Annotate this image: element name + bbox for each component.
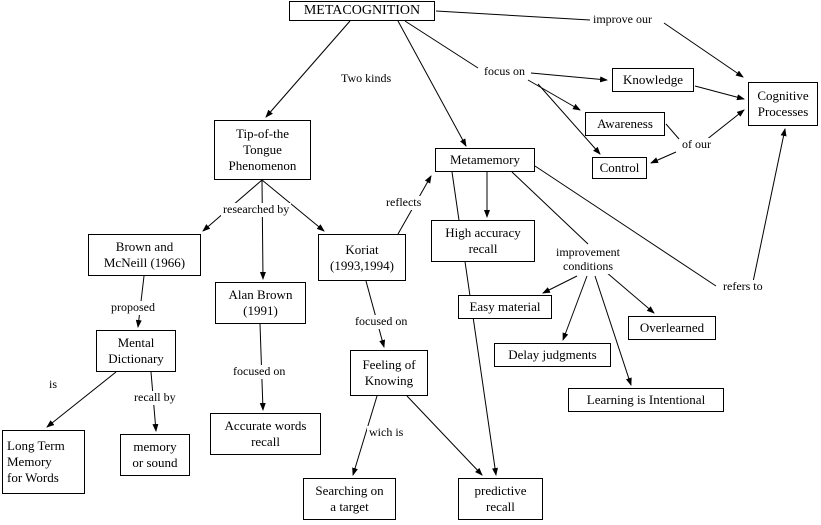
edge-awareness-ofour: [665, 123, 680, 140]
node-awareness[interactable]: Awareness: [585, 112, 665, 136]
edge-label-improvement-conditions[interactable]: improvement conditions: [550, 245, 626, 274]
edge-tip-alanbrown: [259, 179, 266, 280]
edge-improveour-cognitive: [663, 22, 744, 78]
edge-metamemory-predictive: [451, 171, 498, 476]
edge-mentaldict-longterm: [46, 371, 117, 428]
edge-focuson-knowledge: [530, 72, 608, 83]
edge-improvement-learning: [594, 275, 632, 386]
edge-label-of-our[interactable]: of our: [680, 137, 713, 152]
node-memory-or-sound[interactable]: memory or sound: [120, 434, 190, 476]
node-high-accuracy-recall[interactable]: High accuracy recall: [431, 220, 535, 262]
edge-label-focus-on[interactable]: focus on: [482, 64, 527, 79]
edge-metacognition-metamemory: [397, 20, 467, 147]
node-koriat[interactable]: Koriat (1993,1994): [318, 234, 406, 281]
node-cognitive-processes[interactable]: Cognitive Processes: [748, 82, 818, 126]
node-brown-mcneill[interactable]: Brown and McNeill (1966): [88, 234, 201, 276]
edge-label-focused-on-brown[interactable]: focused on: [231, 364, 288, 379]
edge-metacognition-tip: [265, 20, 351, 118]
node-accurate-words-recall[interactable]: Accurate words recall: [210, 413, 321, 455]
edge-koriat-feeling: [365, 280, 386, 348]
edge-metacognition-focuson: [404, 20, 479, 69]
edge-focuson-control: [537, 83, 601, 155]
node-metacognition[interactable]: METACOGNITION: [289, 1, 435, 21]
node-control[interactable]: Control: [592, 157, 647, 179]
edge-label-two-kinds[interactable]: Two kinds: [339, 71, 394, 86]
node-predictive-recall[interactable]: predictive recall: [458, 478, 543, 520]
edge-improvement-overlearned: [605, 271, 655, 314]
edge-label-is[interactable]: is: [47, 377, 60, 392]
edge-knowledge-cognitive: [694, 85, 745, 101]
node-mental-dictionary[interactable]: Mental Dictionary: [96, 330, 176, 372]
edge-label-focused-on-koriat[interactable]: focused on: [353, 314, 410, 329]
node-delay-judgments[interactable]: Delay judgments: [494, 343, 611, 367]
edge-metacognition-improveour: [435, 10, 591, 21]
edge-improvement-delayjudgments: [562, 275, 588, 341]
edge-metamemory-improvement: [511, 171, 589, 245]
edge-label-recall-by[interactable]: recall by: [132, 390, 178, 405]
node-tip-of-the-tongue[interactable]: Tip-of-the Tongue Phenomenon: [214, 120, 311, 180]
node-feeling-of-knowing[interactable]: Feeling of Knowing: [350, 350, 428, 396]
edge-refersto-cognitive: [752, 128, 787, 283]
node-knowledge[interactable]: Knowledge: [612, 68, 694, 92]
edge-label-researched-by[interactable]: researched by: [221, 202, 292, 217]
node-long-term-memory[interactable]: Long Term Memory for Words: [2, 430, 85, 494]
edge-improvement-easymaterial: [542, 275, 578, 294]
edge-focuson-awareness: [527, 79, 581, 111]
edge-feeling-searching: [352, 395, 378, 476]
edge-label-wich-is[interactable]: wich is: [367, 425, 406, 440]
edge-label-reflects[interactable]: reflects: [384, 195, 424, 210]
edge-label-improve-our[interactable]: improve our: [591, 12, 654, 27]
node-learning-is-intentional[interactable]: Learning is Intentional: [568, 388, 724, 412]
edge-feeling-predictive: [406, 395, 483, 476]
edge-metamemory-refersto: [534, 165, 717, 287]
edge-tip-koriat: [261, 179, 325, 232]
node-easy-material[interactable]: Easy material: [458, 295, 552, 319]
edge-ofour-control: [650, 151, 677, 164]
node-metamemory[interactable]: Metamemory: [435, 148, 535, 172]
edge-label-refers-to[interactable]: refers to: [721, 279, 765, 294]
edge-label-proposed[interactable]: proposed: [109, 300, 157, 315]
node-overlearned[interactable]: Overlearned: [628, 316, 716, 340]
node-searching-on-target[interactable]: Searching on a target: [303, 478, 396, 520]
node-alan-brown[interactable]: Alan Brown (1991): [215, 282, 306, 324]
